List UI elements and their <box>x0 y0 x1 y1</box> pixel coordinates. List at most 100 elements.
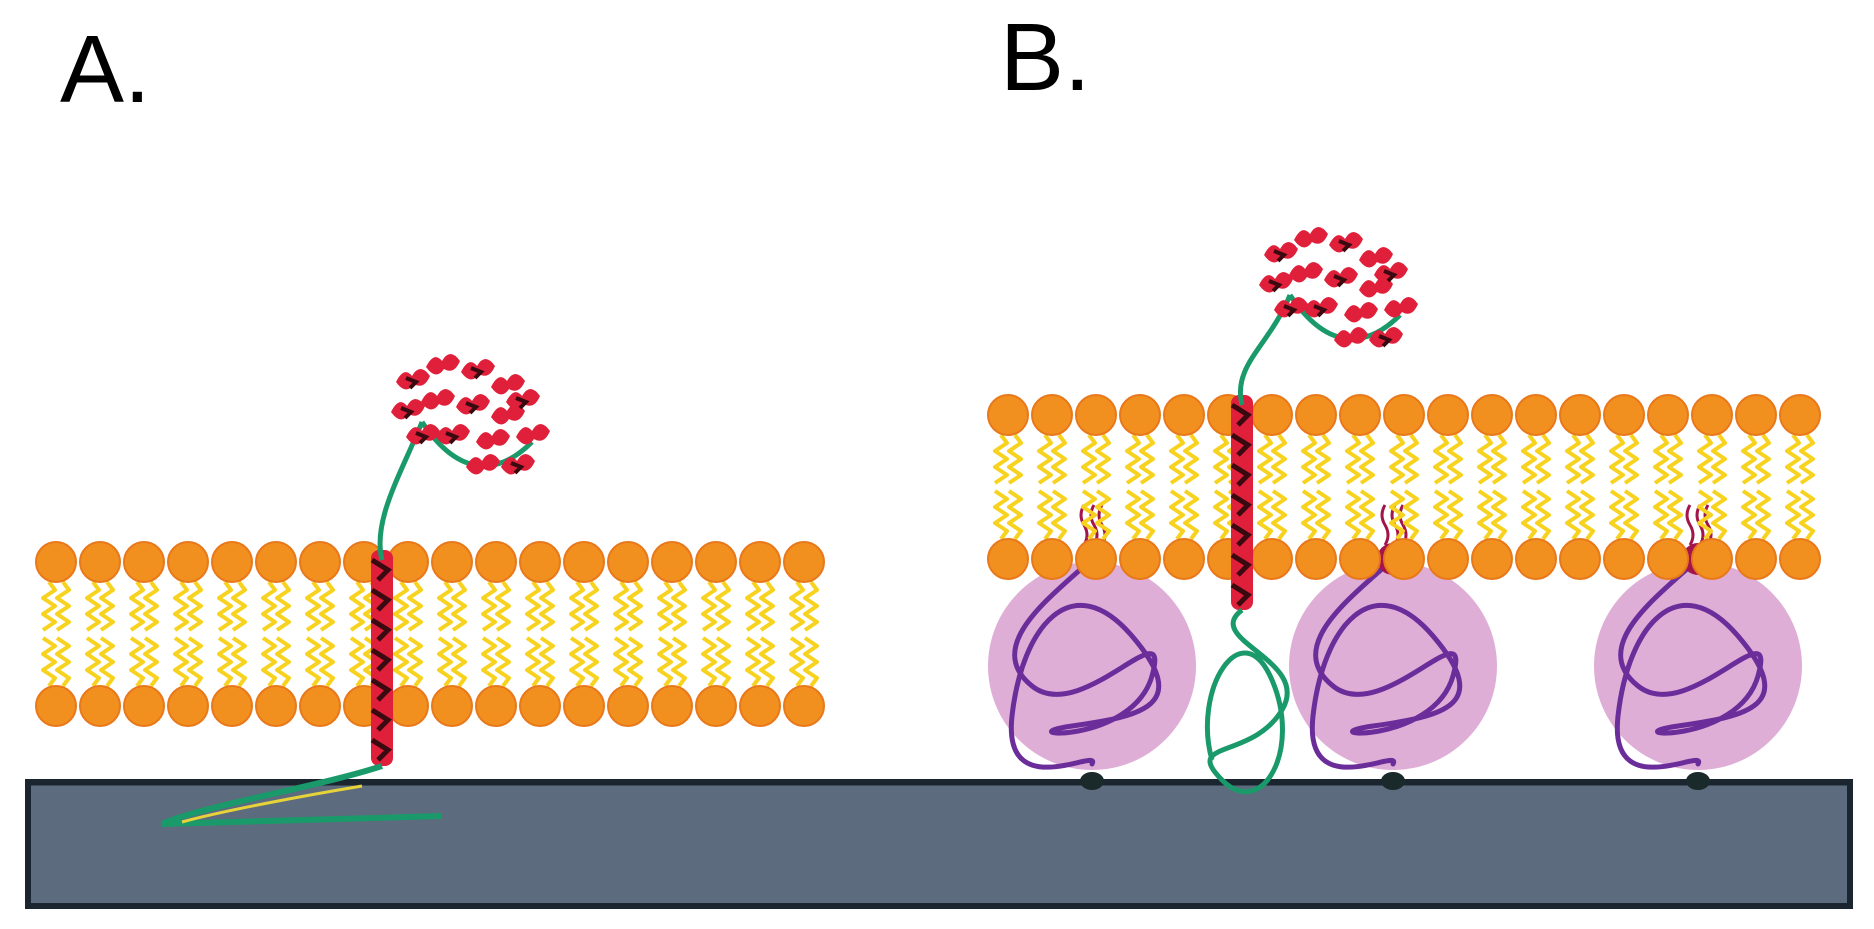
lipid-tail <box>1755 489 1771 541</box>
lipid-head <box>1427 538 1469 580</box>
protein-helix-blob <box>476 429 510 450</box>
helix-stripe <box>1230 402 1252 427</box>
lipid-tail <box>1037 433 1053 485</box>
lipid-tail <box>803 580 819 632</box>
protein-helix-blob <box>1294 227 1328 248</box>
lipid-tail <box>1037 489 1053 541</box>
lipid-head <box>35 541 77 583</box>
lipid-head <box>519 685 561 727</box>
helix-stripe <box>1230 432 1252 457</box>
helix-stripe <box>1230 462 1252 487</box>
lipid-tail <box>745 580 761 632</box>
helix-stripe <box>370 737 392 762</box>
polymer-strand <box>1309 556 1463 770</box>
lipid-tail <box>305 636 321 688</box>
cushion-blob <box>988 562 1196 770</box>
lipid-tail <box>993 489 1009 541</box>
lipid-tail <box>173 636 189 688</box>
lipid-tail <box>231 580 247 632</box>
lipid-tail <box>1359 489 1375 541</box>
lipid-tail <box>231 636 247 688</box>
protein-dark-strand <box>510 461 525 475</box>
anchor-lipid-tail <box>1685 504 1695 546</box>
lipid-tail <box>613 580 629 632</box>
lipid-head <box>1383 394 1425 436</box>
lipid-head <box>1119 394 1161 436</box>
lipid-head <box>739 685 781 727</box>
lipid-tail <box>187 580 203 632</box>
lipid-head <box>1647 394 1689 436</box>
protein-dark-strand <box>1338 239 1353 253</box>
lipid-tail <box>1051 433 1067 485</box>
lipid-tail <box>1477 489 1493 541</box>
solid-substrate <box>25 779 1853 909</box>
protein-dark-strand <box>1273 249 1288 263</box>
lipid-head <box>607 541 649 583</box>
transmembrane-protein-b <box>1205 227 1418 795</box>
lipid-tail <box>1755 433 1771 485</box>
lipid-head <box>79 541 121 583</box>
lipid-head <box>387 685 429 727</box>
lipid-tail <box>759 636 775 688</box>
lipid-tail <box>1007 433 1023 485</box>
lipid-tail <box>85 580 101 632</box>
lipid-tail <box>1345 489 1361 541</box>
lipid-tail <box>437 580 453 632</box>
lipid-tail <box>1521 433 1537 485</box>
lipid-head <box>79 685 121 727</box>
lipid-head <box>783 685 825 727</box>
lipid-tail <box>393 636 409 688</box>
lipid-tail <box>539 636 555 688</box>
lipid-tail <box>451 636 467 688</box>
lipid-tail <box>1213 489 1229 541</box>
protein-helix-blob <box>466 454 500 475</box>
protein-dark-strand <box>465 401 480 415</box>
lipid-head <box>1471 538 1513 580</box>
lipid-tail <box>701 636 717 688</box>
protein-dark-strand <box>1313 304 1328 318</box>
helix-stripe <box>1230 552 1252 577</box>
lipid-tail <box>1491 489 1507 541</box>
polymer-strand <box>1614 556 1768 770</box>
cytoplasmic-tail <box>160 763 443 827</box>
anchor-lipid-tail <box>1380 504 1390 546</box>
lipid-head <box>1031 394 1073 436</box>
lipid-tail <box>437 636 453 688</box>
lipid-tail <box>1799 489 1815 541</box>
lipid-tail <box>1359 433 1375 485</box>
lipid-tail <box>1007 489 1023 541</box>
lipid-head <box>123 541 165 583</box>
lipid-tail <box>1447 433 1463 485</box>
lipid-head <box>1163 538 1205 580</box>
lipid-head <box>1031 538 1073 580</box>
lipid-head <box>255 685 297 727</box>
lipid-head <box>431 541 473 583</box>
lipid-tail <box>583 636 599 688</box>
lipid-tail <box>481 636 497 688</box>
lipid-tail <box>1623 489 1639 541</box>
lipid-head <box>1603 538 1645 580</box>
lipid-tail <box>657 636 673 688</box>
lipid-head <box>563 685 605 727</box>
lipid-head <box>1559 394 1601 436</box>
lipid-head <box>695 541 737 583</box>
lipid-tail <box>1257 433 1273 485</box>
lipid-head <box>563 541 605 583</box>
lipid-tail <box>407 580 423 632</box>
lipid-head <box>987 394 1029 436</box>
lipid-head <box>1515 538 1557 580</box>
cushion-blob <box>1289 562 1497 770</box>
panel-label-a: A. <box>60 16 151 123</box>
lipid-tail <box>217 636 233 688</box>
lipid-tail <box>1125 433 1141 485</box>
lipid-tail <box>187 636 203 688</box>
lipid-tail <box>129 636 145 688</box>
lipid-head <box>475 685 517 727</box>
lipid-tail <box>1389 433 1405 485</box>
lipid-tail <box>1095 433 1111 485</box>
substrate-anchor-dot <box>1686 772 1710 790</box>
lipid-tail <box>129 580 145 632</box>
protein-dark-strand <box>1378 334 1393 348</box>
lipid-tail <box>1565 489 1581 541</box>
lipid-tail <box>1535 489 1551 541</box>
